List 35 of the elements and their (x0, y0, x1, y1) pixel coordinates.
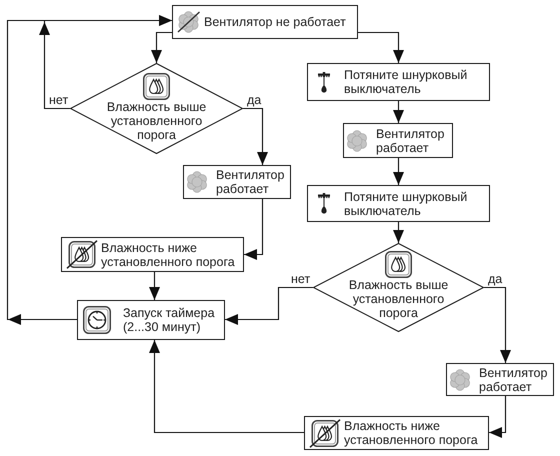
arrow (484, 286, 511, 363)
process-box (61, 237, 244, 272)
decision-text: Влажность выше установленного порога (106, 100, 208, 142)
process-box (77, 300, 225, 340)
arrow (149, 340, 304, 434)
step-text: Вентилятор работает (216, 168, 286, 196)
process-box (172, 5, 358, 39)
arrow (6, 15, 172, 325)
step-text: Вентилятор работает (376, 126, 446, 154)
step-text: Вентилятор не работает (204, 15, 347, 29)
decision-text: Влажность выше установленного порога (348, 278, 450, 320)
step-text: Запуск таймера (2...30 минут) (123, 306, 216, 334)
arrow (243, 108, 268, 165)
process-box (307, 185, 490, 222)
process-box (343, 123, 453, 158)
process-box (183, 165, 291, 199)
process-box (307, 63, 490, 101)
step-text: Вентилятор работает (479, 366, 548, 394)
arrow (225, 286, 313, 325)
process-box (304, 416, 489, 450)
arrow (393, 101, 404, 123)
step-text: Потяните шнурковый выключатель (344, 190, 468, 218)
step-text: Влажность ниже установленного порога (344, 419, 479, 447)
arrow (244, 199, 264, 260)
step-text: Влажность ниже установленного порога (101, 240, 236, 268)
decision-diamond (313, 243, 484, 332)
arrow (489, 396, 506, 438)
arrow (151, 32, 172, 63)
step-text: Потяните шнурковый выключатель (344, 68, 468, 96)
decision-diamond (70, 63, 243, 154)
arrow (393, 222, 404, 243)
arrow (358, 32, 404, 63)
arrow (393, 158, 404, 185)
process-box (446, 363, 554, 396)
arrow (149, 272, 160, 300)
